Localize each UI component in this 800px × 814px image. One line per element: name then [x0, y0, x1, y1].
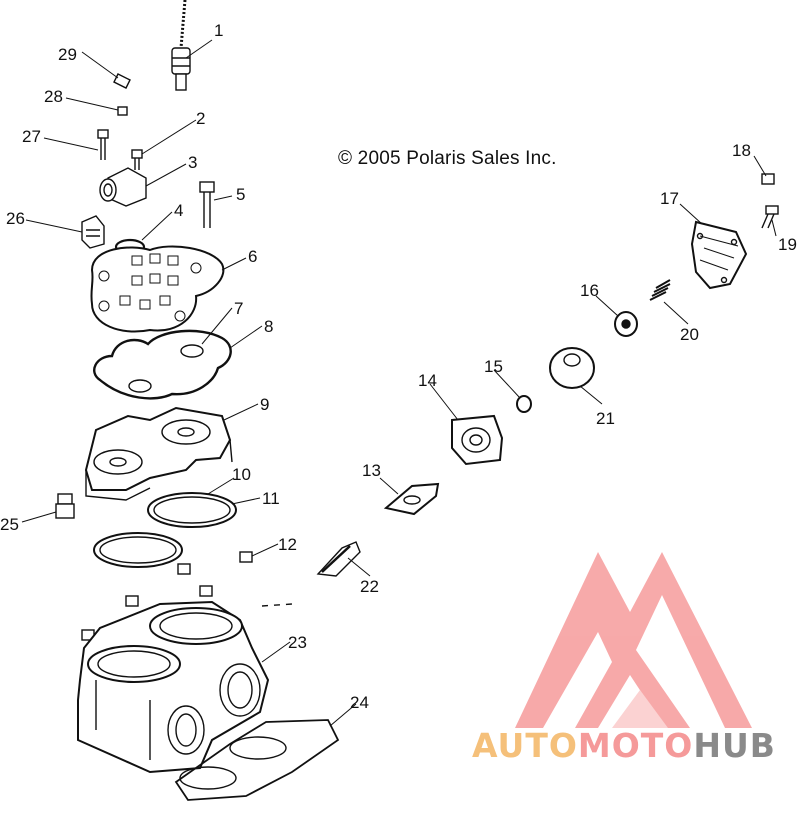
- callout-10: 10: [232, 465, 251, 484]
- callout-26: 26: [6, 209, 25, 228]
- head-gasket-ring-alt: [93, 532, 183, 568]
- callout-14: 14: [418, 371, 437, 390]
- bolt-part-2: [131, 149, 143, 170]
- callout-28: 28: [44, 87, 63, 106]
- callout-9: 9: [260, 395, 269, 414]
- bolt-part-29: [113, 73, 131, 89]
- nut-part-28: [117, 106, 128, 116]
- spring-part-20: [649, 279, 671, 301]
- temperature-sensor-part: [171, 0, 191, 91]
- callout-15: 15: [484, 357, 503, 376]
- cylinder-head-cover-part: [90, 245, 225, 333]
- thermostat-housing-part: [99, 167, 147, 207]
- callout-21: 21: [596, 409, 615, 428]
- pump-housing-part: [451, 414, 504, 466]
- callout-27: 27: [22, 127, 41, 146]
- bolt-part-27: [97, 129, 109, 160]
- callout-19: 19: [778, 235, 797, 254]
- callout-5: 5: [236, 185, 245, 204]
- nut-part-15: [516, 395, 532, 413]
- callout-11: 11: [262, 489, 280, 508]
- seal-part-16: [614, 311, 638, 337]
- head-gasket-ring-inner: [99, 536, 177, 564]
- cylinder-block-part: [77, 600, 293, 774]
- callout-22: 22: [360, 577, 379, 596]
- callout-7: 7: [234, 299, 243, 318]
- callout-23: 23: [288, 633, 307, 652]
- pump-gasket-part: [383, 482, 440, 516]
- callout-2: 2: [196, 109, 205, 128]
- triangle-m-logo-icon: [515, 552, 752, 728]
- screw-part-19: [761, 205, 779, 229]
- thermostat-part: [81, 215, 105, 249]
- base-gasket-part: [174, 719, 340, 801]
- callout-labels: 1 2 3 4 5 6 7 8 9 10 11 12 13 14 15 16 1…: [0, 21, 797, 712]
- impeller-part-21: [549, 347, 595, 389]
- callout-17: 17: [660, 189, 679, 208]
- fitting-part-25: [55, 493, 75, 519]
- watermark-auto: AUTO: [472, 726, 578, 765]
- leader-lines: [21, 39, 777, 727]
- callout-8: 8: [264, 317, 273, 336]
- pump-shaft-part: [316, 541, 361, 577]
- cylinder-head-part: [84, 406, 233, 501]
- callout-3: 3: [188, 153, 197, 172]
- callout-25: 25: [0, 515, 19, 534]
- water-pump-cover-part: [690, 220, 748, 290]
- callout-29: 29: [58, 45, 77, 64]
- watermark-brand: AUTOMOTOHUB: [472, 726, 776, 765]
- callout-12: 12: [278, 535, 297, 554]
- callout-16: 16: [580, 281, 599, 300]
- callout-24: 24: [350, 693, 369, 712]
- watermark-moto: MOTO: [577, 726, 694, 765]
- copyright-notice: © 2005 Polaris Sales Inc.: [338, 148, 557, 169]
- callout-4: 4: [174, 201, 183, 220]
- head-cover-gasket-part: [93, 329, 232, 400]
- screw-part-18: [761, 173, 775, 185]
- head-gasket-ring-11: [153, 496, 231, 524]
- head-gasket-ring-10: [147, 492, 237, 528]
- callout-1: 1: [214, 21, 223, 40]
- callout-6: 6: [248, 247, 257, 266]
- callout-20: 20: [680, 325, 699, 344]
- callout-18: 18: [732, 141, 751, 160]
- bolt-part-5: [199, 181, 215, 228]
- watermark-hub: HUB: [693, 726, 776, 765]
- callout-13: 13: [362, 461, 381, 480]
